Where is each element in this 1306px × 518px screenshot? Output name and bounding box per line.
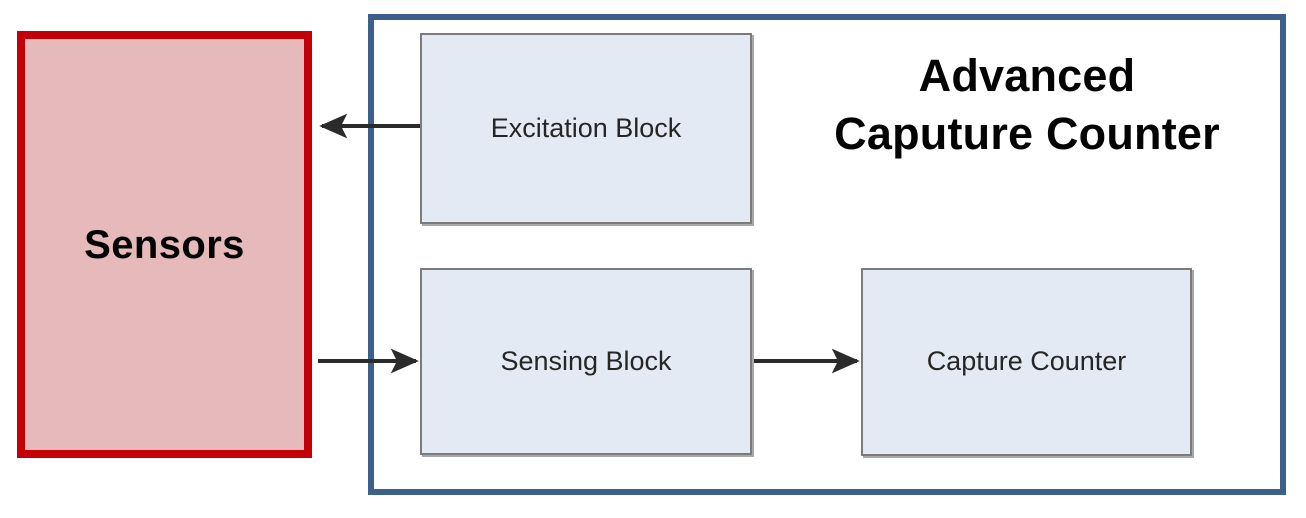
system-title: Advanced Caputure Counter [772, 47, 1282, 162]
system-title-line-1: Advanced [918, 50, 1136, 101]
excitation-block[interactable]: Excitation Block [420, 33, 752, 224]
sensors-block-label: Sensors [84, 222, 245, 267]
system-title-line-2: Caputure Counter [834, 107, 1220, 159]
capture-counter-block[interactable]: Capture Counter [861, 268, 1192, 456]
sensing-block-label: Sensing Block [500, 345, 672, 376]
capture-counter-block-label: Capture Counter [926, 346, 1127, 377]
excitation-block-label: Excitation Block [490, 112, 682, 143]
sensors-block[interactable]: Sensors [17, 31, 312, 458]
sensing-block[interactable]: Sensing Block [420, 268, 752, 455]
